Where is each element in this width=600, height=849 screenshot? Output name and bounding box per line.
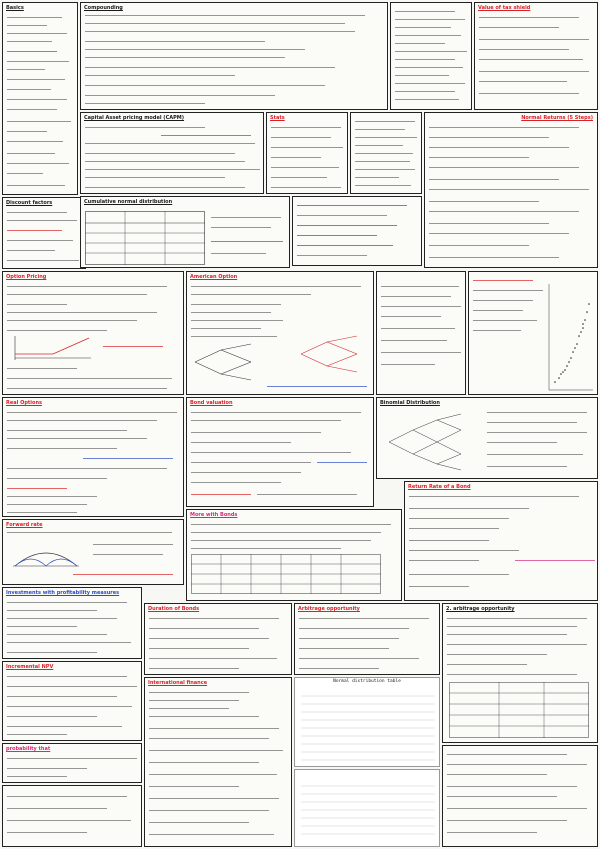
misc-formulas-box xyxy=(442,745,598,847)
more-bonds-title: More with Bonds xyxy=(190,512,238,518)
arbitrage-title: Arbitrage opportunity xyxy=(298,606,360,612)
binomial-title: Binomial Distribution xyxy=(380,400,440,406)
investment-title: Investments with profitability measures xyxy=(6,590,120,596)
basics-title: Basics xyxy=(6,5,24,11)
arbitrage-2-title: 2. arbitrage opportunity xyxy=(446,606,515,612)
scatter-plot xyxy=(548,284,593,391)
more-bonds-box: More with Bonds xyxy=(186,509,402,601)
option-pricing-box: Option Pricing xyxy=(2,271,184,395)
binomial-box: Binomial Distribution xyxy=(376,397,598,479)
capm-title: Capital Asset pricing model (CAPM) xyxy=(84,115,185,121)
normal-table-grid-2 xyxy=(301,785,435,835)
american-title: American Option xyxy=(190,274,238,280)
options-subtitle: Real Options xyxy=(6,400,42,406)
american-option-box: American Option xyxy=(186,271,374,395)
capm-table-title: Cumulative normal distribution xyxy=(84,199,173,205)
bond-opt-box: Real Options xyxy=(2,397,184,517)
definitions-box xyxy=(390,2,472,110)
probability-box: probability that xyxy=(2,743,142,783)
payoff-diagram xyxy=(14,336,91,360)
compounding-title: Compounding xyxy=(84,5,123,11)
shield-title: Value of tax shield xyxy=(478,5,531,11)
american-box xyxy=(292,196,422,266)
return-rate-box: Return Rate of a Bond xyxy=(404,481,598,601)
arbitrage-box: Arbitrage opportunity xyxy=(294,603,440,675)
bond-table xyxy=(191,554,381,594)
option-pricing-title: Option Pricing xyxy=(6,274,47,280)
bond-valuation-title: Bond valuation xyxy=(190,400,233,406)
normal-table-scan-2 xyxy=(294,769,440,847)
compounding-box: Compounding xyxy=(80,2,388,110)
discount-box: Discount factors xyxy=(2,197,86,269)
footer-box xyxy=(2,785,142,847)
arbitrage-2-box: 2. arbitrage opportunity xyxy=(442,603,598,743)
incremental-title: Incremental NPV xyxy=(6,664,54,670)
duration-box: Duration of Bonds xyxy=(144,603,292,675)
forward-rate-title: Forward rate xyxy=(6,522,43,528)
probability-title: probability that xyxy=(6,746,51,752)
stats-title: Stats xyxy=(270,115,285,121)
stats-notes-box xyxy=(350,112,422,194)
rate-arc-diagram xyxy=(13,552,79,567)
stats-box: Stats xyxy=(266,112,348,194)
normal-table-scan-1: Normal distribution table xyxy=(294,677,440,767)
normal-table-caption: Normal distribution table xyxy=(333,679,401,684)
discount-title: Discount factors xyxy=(6,200,53,206)
international-title: International finance xyxy=(148,680,208,686)
value-box xyxy=(376,271,466,395)
investment-box: Investments with profitability measures xyxy=(2,587,142,659)
duration-title: Duration of Bonds xyxy=(148,606,200,612)
capm-box: Capital Asset pricing model (CAPM) xyxy=(80,112,264,194)
international-box: International finance xyxy=(144,677,292,847)
lattice-diagram xyxy=(388,413,462,471)
shield-box: Value of tax shield xyxy=(474,2,598,110)
binomial-tree xyxy=(194,343,252,381)
binomial-tree-2 xyxy=(300,335,358,373)
arbitrage-table xyxy=(449,682,589,738)
basics-box: Basics xyxy=(2,2,78,195)
capm-table xyxy=(85,211,205,265)
bond-valuation-box: Bond valuation xyxy=(186,397,374,507)
normal-returns-box: Normal Returns (5 Steps) xyxy=(424,112,598,268)
incremental-box: Incremental NPV xyxy=(2,661,142,741)
forward-rate-box: Forward rate xyxy=(2,519,184,585)
return-rate-title: Return Rate of a Bond xyxy=(408,484,471,490)
normal-returns-title: Normal Returns (5 Steps) xyxy=(521,115,593,121)
payoff-box xyxy=(468,271,598,395)
normal-table-grid xyxy=(301,695,435,761)
capm-table-box: Cumulative normal distribution xyxy=(80,196,290,268)
